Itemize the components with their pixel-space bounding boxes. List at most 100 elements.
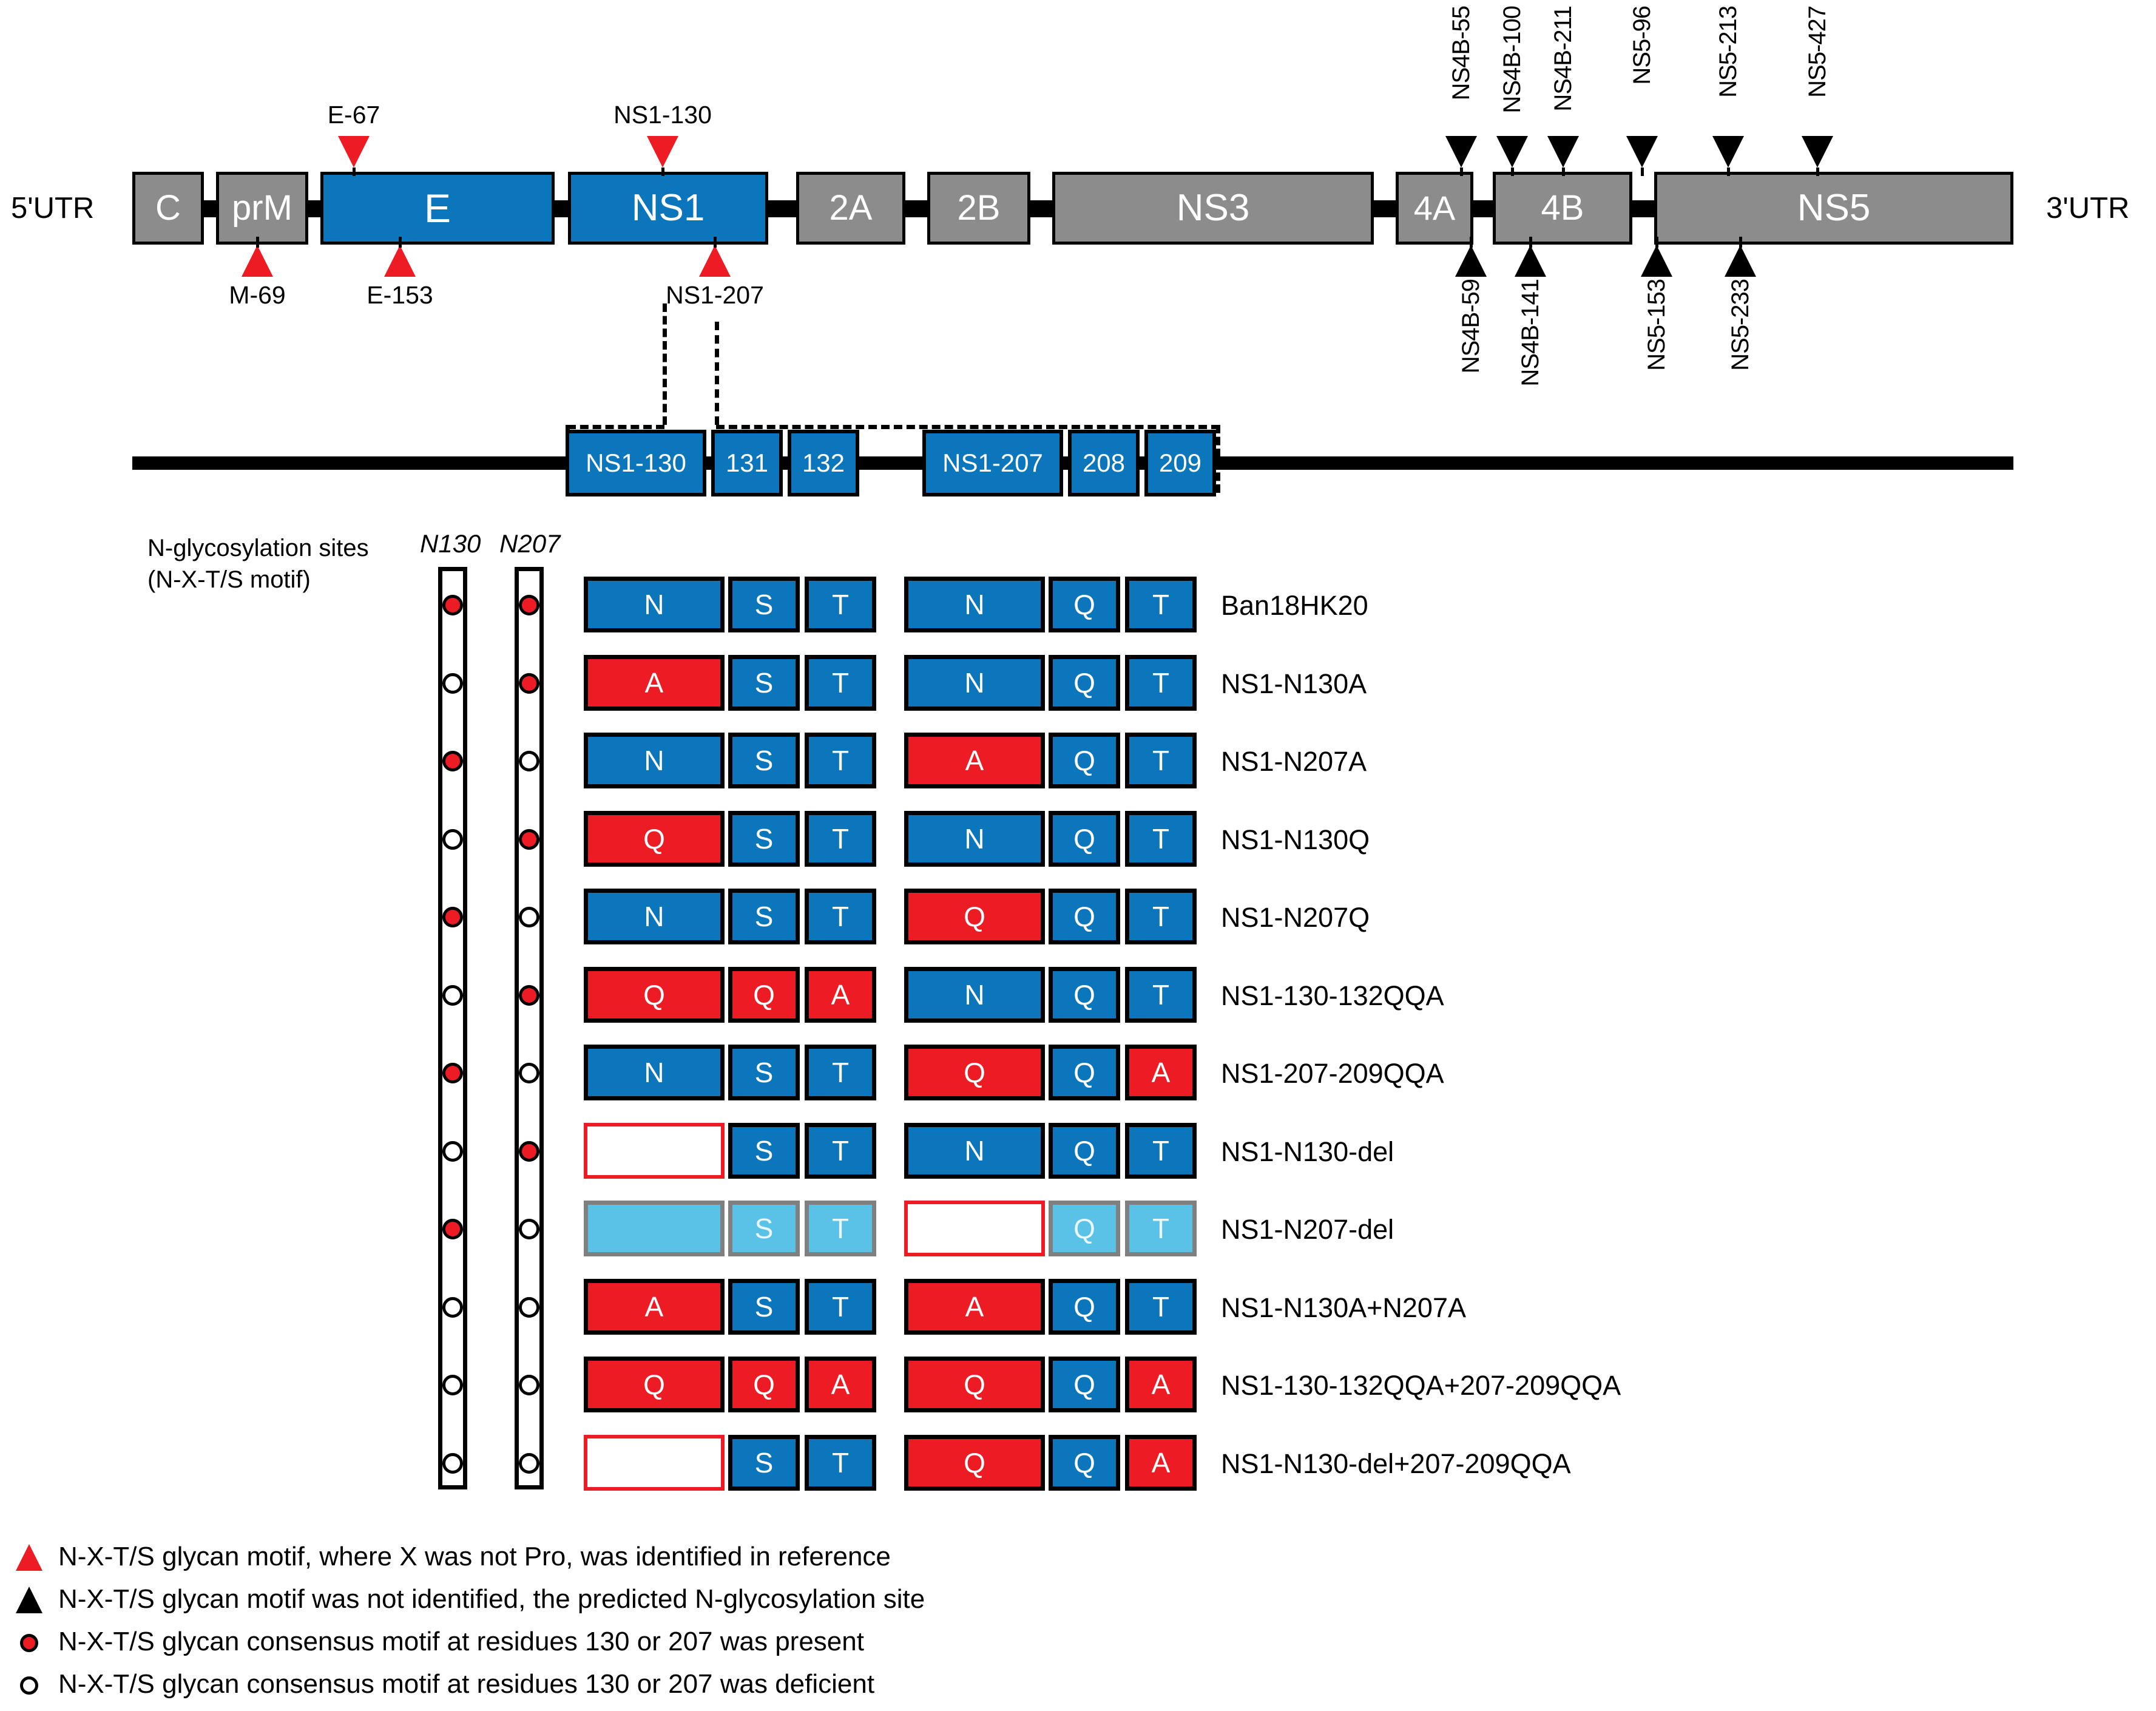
variant-name-row4: NS1-N207Q [1221,902,1370,933]
aa-box-right-0-row4: Q [904,889,1045,944]
marker-top-black-4-label: NS5-213 [1715,6,1742,98]
marker-bottom-black-2-label: NS5-153 [1643,279,1670,371]
marker-top-black-4-triangle-icon [1712,136,1744,168]
variant-name-row10: NS1-130-132QQA+207-209QQA [1221,1370,1621,1401]
gene-box-ns3: NS3 [1052,172,1374,245]
variant-name-row0: Ban18HK20 [1221,590,1368,621]
variant-name-row8: NS1-N207-del [1221,1214,1394,1245]
marker-bottom-red-1-triangle-icon [384,245,416,277]
variant-name-row11: NS1-N130-del+207-209QQA [1221,1448,1571,1479]
aa-box-right-2-row0: T [1125,577,1197,632]
marker-top-red-0-stem [353,168,356,176]
marker-bottom-red-1-stem [399,237,402,248]
aa-box-left-0-row8 [584,1201,725,1256]
aa-box-left-0-row1: A [584,654,725,711]
aa-box-right-2-row1: T [1125,654,1197,711]
utr3-label: 3'UTR [2046,192,2130,225]
aa-box-right-2-row2: T [1125,733,1197,788]
aa-box-right-0-row7: N [904,1122,1045,1179]
aa-box-left-2-row5: A [805,966,876,1023]
gene-label: NS3 [1176,187,1250,229]
glyco-dot-n207-row3 [519,828,539,850]
aa-box-right-0-row1: N [904,654,1045,711]
aa-box-right-2-row11: A [1125,1434,1197,1491]
marker-bottom-black-3-label: NS5-233 [1727,279,1754,371]
aa-box-right-0-row3: N [904,810,1045,867]
variant-name-row6: NS1-207-209QQA [1221,1058,1444,1089]
aa-box-right-0-row8 [904,1201,1045,1256]
glyco-dot-n207-row9 [519,1296,539,1318]
glyco-dot-n130-row10 [442,1375,463,1395]
gene-label: 4B [1541,188,1584,228]
gene-box-c: C [132,172,204,245]
aa-box-right-2-row7: T [1125,1122,1197,1179]
marker-bottom-black-3-stem [1739,237,1742,248]
aa-box-left-2-row9: T [805,1278,876,1335]
legend-open-dot-icon [20,1676,38,1695]
aa-box-left-0-row4: N [584,889,725,944]
gene-box-2b: 2B [927,172,1030,245]
aa-box-left-2-row7: T [805,1122,876,1179]
marker-bottom-black-0-triangle-icon [1455,245,1487,277]
marker-top-black-0-label: NS4B-55 [1448,6,1475,101]
marker-bottom-black-2-triangle-icon [1641,245,1672,277]
gene-box-prm: prM [216,172,308,245]
marker-bottom-red-0-label: M-69 [229,281,286,309]
aa-box-right-0-row2: A [904,733,1045,788]
aa-box-right-1-row4: Q [1049,889,1120,944]
variant-name-row3: NS1-N130Q [1221,824,1370,855]
glyco-dot-n130-row7 [442,1140,463,1162]
glyco-dot-n130-row9 [442,1296,463,1318]
aa-box-left-0-row2: N [584,733,725,788]
connector-horizontal-left-a [567,425,664,429]
expanded-box-ns1-207: NS1-207 [922,430,1063,496]
aa-box-left-1-row1: S [728,654,800,711]
marker-top-black-3-label: NS5-96 [1629,6,1655,85]
marker-top-black-3-triangle-icon [1626,136,1658,168]
marker-bottom-red-0-triangle-icon [242,245,273,277]
connector-horizontal-right [716,425,1220,429]
aa-box-right-2-row10: A [1125,1357,1197,1412]
glyco-dot-n130-row11 [442,1452,463,1474]
aa-box-left-0-row6: N [584,1045,725,1100]
marker-bottom-black-2-stem [1655,237,1658,248]
marker-top-black-5-triangle-icon [1802,136,1833,168]
glyco-dot-n207-row4 [519,907,539,927]
aa-box-right-2-row3: T [1125,810,1197,867]
glyco-dot-n130-row8 [442,1219,463,1239]
gene-box-ns1: NS1 [568,172,768,245]
aa-box-right-2-row5: T [1125,966,1197,1023]
marker-top-red-0-label: E-67 [327,101,380,129]
marker-bottom-black-3-triangle-icon [1725,245,1756,277]
marker-top-black-1-stem [1511,168,1514,176]
gene-label: 2A [829,188,873,228]
legend-red-dot-icon [20,1634,38,1652]
aa-box-right-1-row8: Q [1049,1201,1120,1256]
legend-text-0: N-X-T/S glycan motif, where X was not Pr… [58,1542,891,1571]
marker-top-black-0-stem [1460,168,1463,176]
aa-box-left-2-row6: T [805,1045,876,1100]
gene-label: C [155,188,181,228]
variant-name-row2: NS1-N207A [1221,746,1367,777]
marker-bottom-black-0-stem [1470,237,1473,248]
legend-black-triangle-icon [16,1587,42,1613]
marker-top-black-2-stem [1562,168,1565,176]
glyco-dot-n130-row3 [442,828,463,850]
glyco-dot-n207-row8 [519,1219,539,1239]
glyco-dot-n130-row0 [442,595,463,615]
marker-top-red-1-stem [661,168,664,176]
aa-box-left-1-row7: S [728,1122,800,1179]
glyco-dot-n207-row0 [519,595,539,615]
legend-text-2: N-X-T/S glycan consensus motif at residu… [58,1627,864,1656]
gene-label: prM [232,188,292,228]
expanded-box-131: 131 [711,430,783,496]
gene-box-e: E [320,172,555,245]
marker-top-black-2-label: NS4B-211 [1550,6,1576,112]
gene-box-4a: 4A [1396,172,1473,245]
aa-box-left-0-row11 [584,1434,725,1491]
aa-box-left-1-row5: Q [728,966,800,1023]
column-header-n207: N207 [499,529,561,558]
expanded-box-ns1-130: NS1-130 [566,430,706,496]
marker-top-red-1-label: NS1-130 [613,101,712,129]
connector-ns1-130-vertical [663,303,667,425]
